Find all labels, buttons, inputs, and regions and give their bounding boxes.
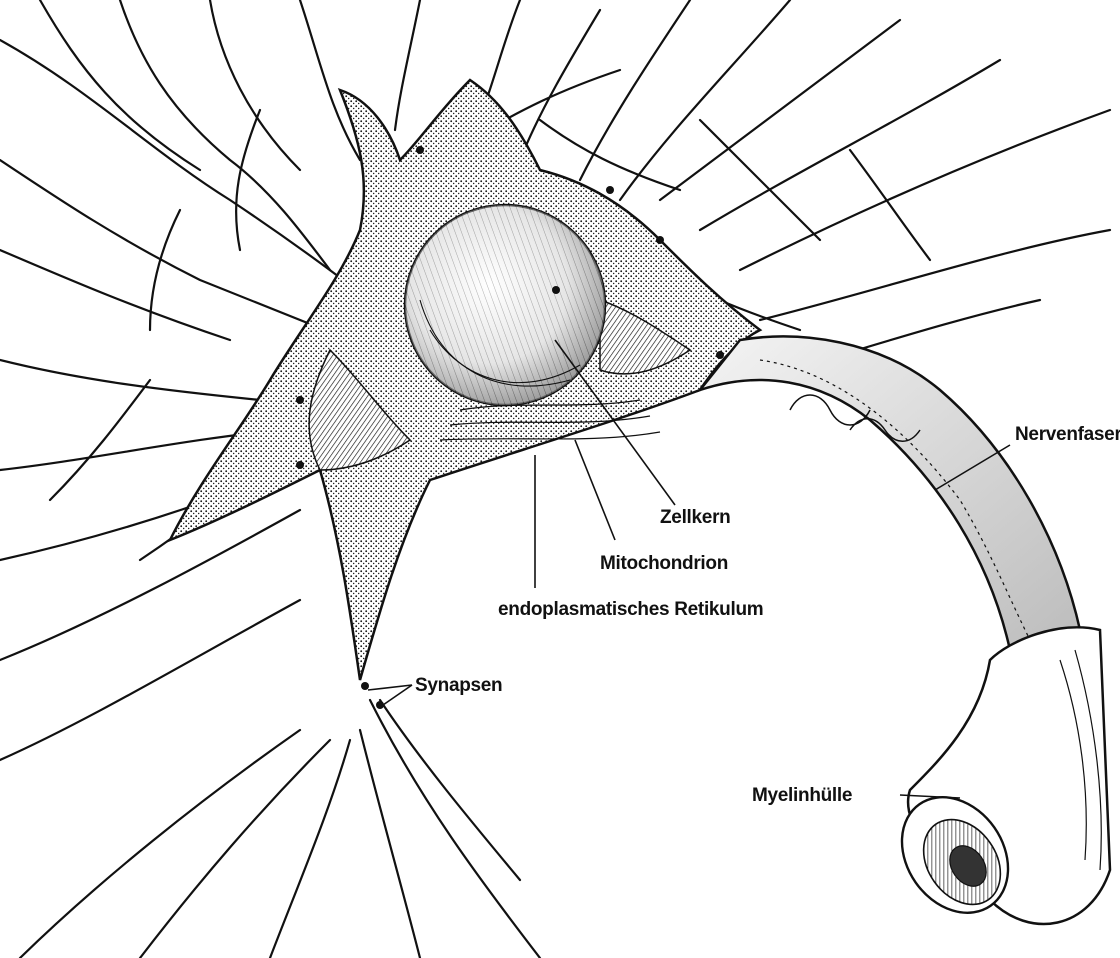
label-synapsen: Synapsen [415, 675, 502, 696]
leader-mitochondrion [575, 440, 615, 540]
label-myelinhuelle: Myelinhülle [752, 785, 852, 806]
label-mitochondrion: Mitochondrion [600, 553, 728, 574]
label-zellkern: Zellkern [660, 507, 730, 528]
label-retikulum: endoplasmatisches Retikulum [498, 599, 763, 620]
nucleolus [552, 286, 560, 294]
label-nervenfaser: Nervenfaser [1015, 424, 1120, 445]
nucleus [405, 205, 605, 405]
